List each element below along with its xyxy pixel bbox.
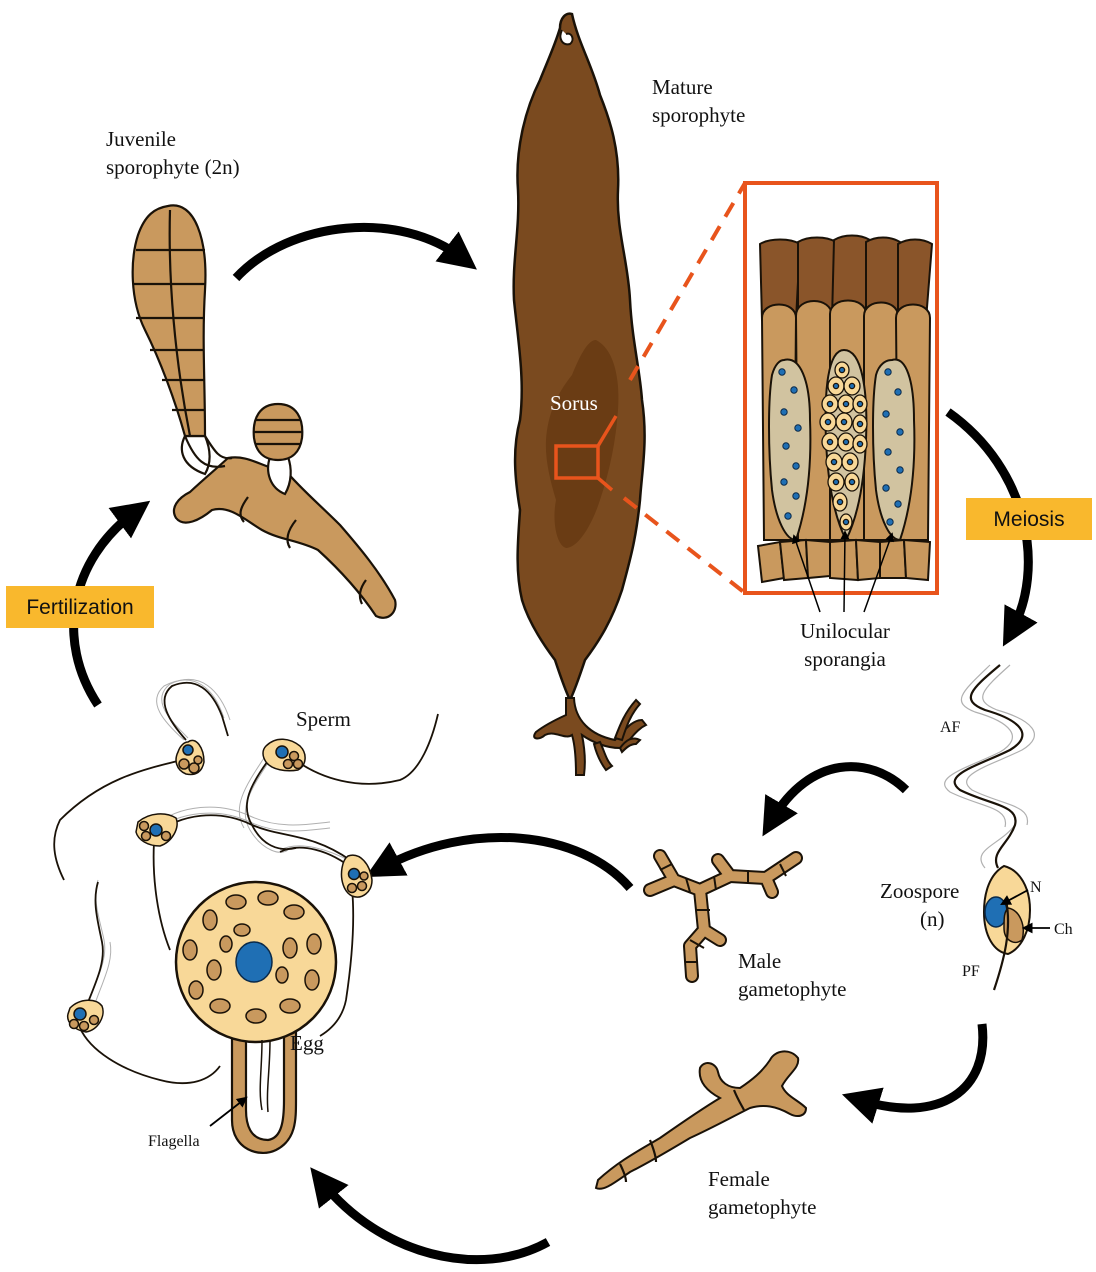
female-label-line2: gametophyte xyxy=(708,1195,816,1219)
fertilization-label: Fertilization xyxy=(26,596,133,619)
arrow-female-to-egg xyxy=(322,1182,548,1260)
fertilization-tag: Fertilization xyxy=(6,586,154,628)
oogonium-stalk xyxy=(232,1030,296,1153)
female-gametophyte xyxy=(596,1051,806,1188)
arrow-male-to-sperm xyxy=(382,837,630,888)
flagella-label: Flagella xyxy=(148,1133,200,1150)
meiosis-tag: Meiosis xyxy=(966,498,1092,540)
zoospore xyxy=(945,665,1050,990)
juvenile-sporophyte xyxy=(133,205,396,617)
zoospore-anterior-flagellum-hairs xyxy=(945,665,1035,868)
meiosis-label: Meiosis xyxy=(993,508,1064,531)
nucleus-label: N xyxy=(1030,879,1042,896)
egg-cell xyxy=(176,882,336,1153)
arrow-zoospore-to-male xyxy=(772,767,906,820)
zoospore-label-line2: (n) xyxy=(920,907,945,931)
mature-label-line2: sporophyte xyxy=(652,103,745,127)
sperm-label: Sperm xyxy=(296,707,351,731)
pf-label: PF xyxy=(962,963,980,980)
egg-nucleus xyxy=(236,942,272,982)
juvenile-label-line2: sporophyte (2n) xyxy=(106,155,240,179)
mature-blade xyxy=(514,14,645,700)
egg-label: Egg xyxy=(290,1031,324,1055)
zoospore-label-line1: Zoospore xyxy=(880,879,959,903)
unilocular-label-line2: sporangia xyxy=(804,647,886,671)
zoospore-anterior-flagellum xyxy=(955,665,1023,868)
mature-sporophyte xyxy=(514,14,745,775)
zoom-connector-bottom xyxy=(624,498,745,593)
male-label-line1: Male xyxy=(738,949,781,973)
arrow-juvenile-to-mature xyxy=(236,227,462,278)
chloroplast-label: Ch xyxy=(1054,921,1073,938)
sorus-zoom-inset xyxy=(745,183,937,612)
juvenile-label-line1: Juvenile xyxy=(106,127,176,151)
sorus-label: Sorus xyxy=(550,391,598,415)
female-label-line1: Female xyxy=(708,1167,770,1191)
male-label-line2: gametophyte xyxy=(738,977,846,1001)
egg-flagella xyxy=(260,1040,270,1112)
unilocular-label-line1: Unilocular xyxy=(800,619,890,643)
af-label: AF xyxy=(940,719,961,736)
arrow-zoospore-to-female xyxy=(860,1024,983,1108)
zoom-connector-top xyxy=(630,183,745,380)
mature-holdfast xyxy=(534,698,646,775)
mature-label-line1: Mature xyxy=(652,75,713,99)
